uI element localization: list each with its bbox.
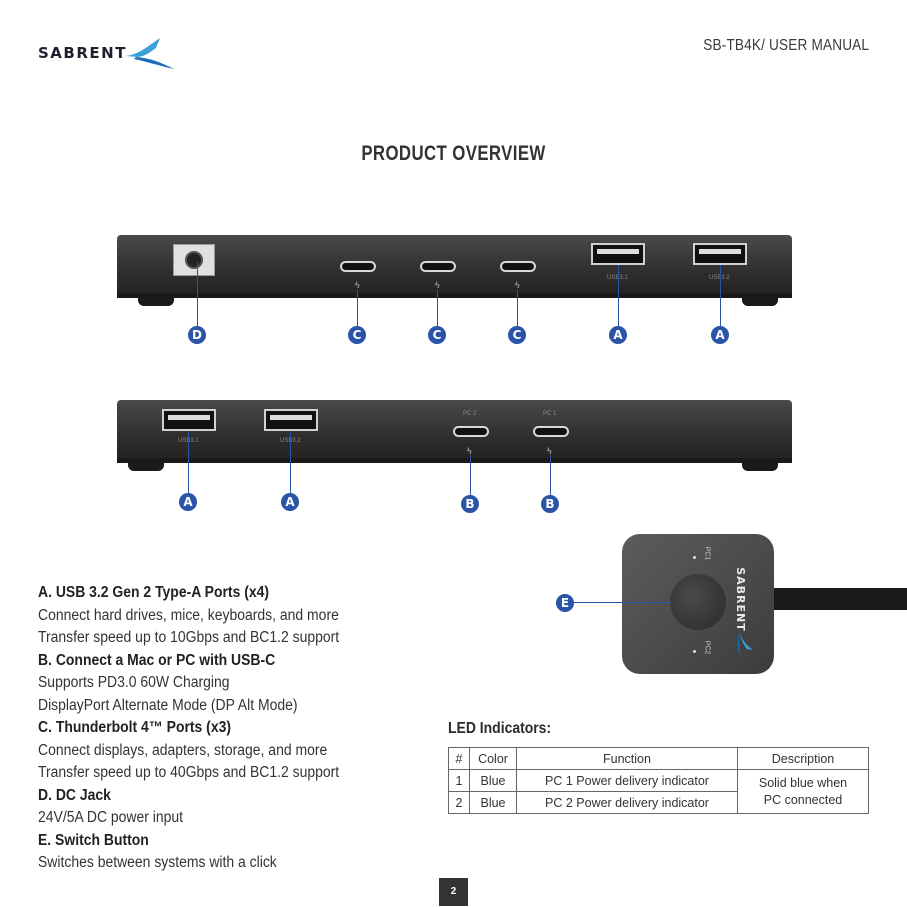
- callout-leader: [720, 265, 721, 326]
- manual-title: SB-TB4K/ USER MANUAL: [703, 37, 869, 54]
- dc-jack-hole: [185, 251, 203, 269]
- callout-leader: [188, 432, 189, 493]
- callout-leader: [517, 290, 518, 326]
- callout-b: B: [541, 495, 559, 513]
- col-header: Color: [469, 747, 517, 770]
- thunderbolt-icon: ϟ: [435, 280, 440, 290]
- callout-a: A: [711, 326, 729, 344]
- feature-list: A. USB 3.2 Gen 2 Type-A Ports (x4) Conne…: [38, 582, 339, 875]
- callout-c: C: [508, 326, 526, 344]
- feature-line: 24V/5A DC power input: [38, 809, 184, 826]
- col-header: Description: [737, 747, 869, 770]
- usb-c-port: [453, 426, 489, 437]
- feature-heading: E. Switch Button: [38, 831, 149, 849]
- thunderbolt-port: [420, 261, 456, 272]
- switch-label-pc2: PC2: [703, 640, 711, 655]
- feature-line: Supports PD3.0 60W Charging: [38, 674, 230, 691]
- thunderbolt-port: [500, 261, 536, 272]
- callout-leader: [618, 265, 619, 326]
- led-table: # Color Function Description 1 Blue PC 1…: [448, 747, 869, 814]
- callout-leader: [290, 432, 291, 493]
- usb-a-port: [264, 409, 318, 431]
- page-number: 2: [439, 878, 468, 906]
- feature-line: DisplayPort Alternate Mode (DP Alt Mode): [38, 696, 298, 714]
- table-row: 1 Blue PC 1 Power delivery indicator Sol…: [448, 769, 869, 814]
- page-title: PRODUCT OVERVIEW: [361, 142, 546, 165]
- usb-c-port-icon: ϟ: [547, 446, 552, 456]
- col-header: Function: [516, 747, 738, 770]
- hub-foot: [742, 297, 778, 306]
- feature-line: Connect displays, adapters, storage, and…: [38, 741, 328, 759]
- feature-heading: C. Thunderbolt 4™ Ports (x3): [38, 719, 231, 736]
- row-color: Blue: [469, 769, 517, 792]
- port-label: PC 1: [543, 411, 557, 417]
- callout-e: E: [556, 594, 574, 612]
- callout-c: C: [348, 326, 366, 344]
- row-num: 1: [448, 769, 470, 792]
- hub-foot: [128, 462, 164, 471]
- sabrent-logo: SABRENT: [38, 36, 178, 70]
- hub-foot: [138, 297, 174, 306]
- hub-edge: [117, 293, 792, 298]
- callout-leader: [550, 455, 551, 495]
- callout-a: A: [281, 493, 299, 511]
- callout-a: A: [179, 493, 197, 511]
- sabrent-swoosh-icon: [126, 38, 174, 69]
- callout-b: B: [461, 495, 479, 513]
- row-num: 2: [448, 791, 470, 814]
- switch-logo: SABRENT: [733, 567, 747, 632]
- led-pc1: [693, 556, 696, 559]
- feature-heading: B. Connect a Mac or PC with USB-C: [38, 651, 276, 669]
- callout-leader: [437, 290, 438, 326]
- logo-text: SABRENT: [38, 44, 127, 62]
- feature-line: Switches between systems with a click: [38, 854, 277, 871]
- switch-cable: [770, 588, 907, 610]
- description-line: Solid blue when: [758, 775, 848, 790]
- hub-edge: [117, 458, 792, 463]
- usb-a-port: [591, 243, 645, 265]
- hub-foot: [742, 462, 778, 471]
- row-color: Blue: [469, 791, 517, 814]
- table-row: 2 Blue PC 2 Power delivery indicator: [448, 791, 869, 814]
- port-label: PC 2: [463, 411, 477, 417]
- usb-c-port: [533, 426, 569, 437]
- feature-line: Connect hard drives, mice, keyboards, an…: [38, 606, 339, 624]
- switch-label-pc1: PC1: [703, 546, 711, 561]
- callout-leader: [572, 602, 672, 603]
- thunderbolt-port: [340, 261, 376, 272]
- switch-button: [670, 574, 726, 630]
- feature-heading: A. USB 3.2 Gen 2 Type-A Ports (x4): [38, 584, 270, 601]
- row-function: PC 1 Power delivery indicator: [516, 769, 738, 792]
- callout-c: C: [428, 326, 446, 344]
- sabrent-swoosh-icon: [737, 628, 753, 656]
- col-header: #: [448, 747, 470, 770]
- callout-d: D: [188, 326, 206, 344]
- usb-a-port: [693, 243, 747, 265]
- usb-c-port-icon: ϟ: [467, 446, 472, 456]
- description-line: PC connected: [763, 792, 843, 807]
- feature-heading: D. DC Jack: [38, 786, 111, 804]
- feature-line: Transfer speed up to 10Gbps and BC1.2 su…: [38, 629, 340, 646]
- callout-leader: [470, 455, 471, 495]
- led-indicators-title: LED Indicators:: [448, 720, 552, 737]
- callout-a: A: [609, 326, 627, 344]
- led-pc2: [693, 650, 696, 653]
- thunderbolt-icon: ϟ: [355, 280, 360, 290]
- feature-line: Transfer speed up to 40Gbps and BC1.2 su…: [38, 764, 340, 781]
- dc-jack: [173, 244, 215, 276]
- row-function: PC 2 Power delivery indicator: [516, 791, 738, 814]
- callout-leader: [357, 290, 358, 326]
- row-description: Solid blue when PC connected: [737, 769, 869, 814]
- callout-leader: [197, 262, 198, 326]
- thunderbolt-icon: ϟ: [515, 280, 520, 290]
- usb-a-port: [162, 409, 216, 431]
- table-header-row: # Color Function Description: [448, 747, 869, 770]
